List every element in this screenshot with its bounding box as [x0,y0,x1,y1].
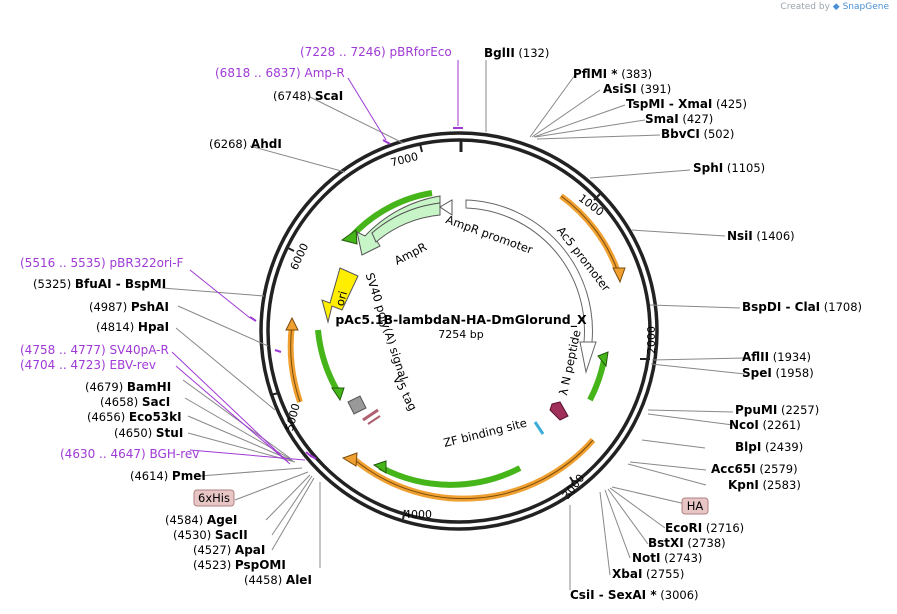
enzyme-label-13: (5325) BfuAI - BspMI [33,277,166,291]
ori-label: ori [333,289,350,307]
green-arrow-1 [340,229,358,245]
enzyme-label-34: BstXI (2738) [648,536,726,550]
green-arrow-3 [372,460,387,474]
enzyme-label-36: NotI (2743) [632,551,702,565]
ampr-promoter-arrow [439,199,453,216]
snapgene-logo: ◆ [832,2,843,12]
orange-orfs-edge [290,195,619,500]
enzyme-label-31: KpnI (2583) [728,478,801,492]
enzyme-label-24: (4656) Eco53kI [87,410,182,424]
enzyme-label-3: PflMI * (383) [573,67,652,81]
backbone-inner [266,138,652,524]
zf-binding-mark [533,421,545,435]
sv40-mark [362,408,379,422]
enzyme-label-25: NcoI (2261) [729,418,801,432]
credit-brand: SnapGene [842,2,889,12]
orf-arrow-3 [285,316,299,331]
green-arrow-4 [331,387,345,402]
enzyme-label-10: SphI (1105) [693,161,765,175]
enzyme-label-40: (4458) AleI [244,573,312,587]
enzyme-label-22: (4658) SacI [100,395,170,409]
enzyme-label-32: EcoRI (2716) [665,521,744,535]
enzyme-label-20: SpeI (1958) [742,366,814,380]
ampr-body [371,202,441,243]
zf-label: ZF binding site [442,416,528,450]
enzyme-label-4: AsiSI (391) [603,82,671,96]
enzyme-label-37: (4527) ApaI [193,543,265,557]
primer-label-19: (4704 .. 4723) EBV-rev [20,358,156,372]
tick-2000: 2000 [645,326,658,354]
leader-lines [161,60,746,590]
v5-label: V5 tag [390,373,420,413]
enzyme-label-11: NsiI (1406) [727,229,795,243]
enzyme-label-23: PpuMI (2257) [735,403,819,417]
sv40-mark-2 [367,415,381,425]
enzyme-label-9: (6268) AhdI [209,137,282,151]
tick-5000: 5000 [283,402,303,432]
enzyme-label-7: SmaI (427) [645,112,713,126]
enzyme-label-35: (4530) SacII [173,528,248,542]
backbone-outer [259,131,659,531]
enzyme-label-18: AflII (1934) [742,350,811,364]
enzyme-label-30: (4614) PmeI [130,469,206,483]
his-label: 6xHis [198,491,230,505]
ring-ticks [269,143,650,520]
primer-label-28: (4630 .. 4647) BGH-rev [60,447,199,461]
primer-ticks [249,127,463,460]
lambda-label: λ N peptide [556,329,584,397]
his-box [193,489,235,507]
lambda-n-feature [549,401,569,421]
enzyme-label-8: BbvCI (502) [661,127,734,141]
ac5-promoter-arrow [579,341,597,374]
ha-label: HA [687,499,704,513]
snapgene-credit: Created by ◆ SnapGene [780,2,889,12]
primer-lines [171,60,459,465]
enzyme-label-5: (6748) ScaI [273,89,343,103]
enzyme-label-15: BspDI - ClaI (1708) [742,300,862,314]
primer-label-17: (4758 .. 4777) SV40pA-R [20,343,169,357]
primer-label-2: (6818 .. 6837) Amp-R [215,66,345,80]
enzyme-label-21: (4679) BamHI [85,380,171,394]
enzyme-label-29: Acc65I (2579) [711,462,798,476]
enzyme-label-41: CsiI - SexAI * (3006) [570,588,699,602]
enzyme-label-38: XbaI (2755) [612,567,684,581]
enzyme-label-1: BglII (132) [484,46,549,60]
credit-prefix: Created by [780,2,833,12]
tick-6000: 6000 [288,241,312,272]
orf-arrow-1 [612,267,626,284]
green-arrow-2 [597,351,609,368]
ampr-label: AmpR [392,240,429,268]
ori-feature [321,267,359,324]
orf-arrow-2 [341,452,358,467]
ha-box [681,497,709,515]
v5-tag-box [347,395,367,415]
primer-label-0: (7228 .. 7246) pBRforEco [300,45,452,59]
enzyme-label-39: (4523) PspOMI [193,558,286,572]
enzyme-label-16: (4814) HpaI [96,320,169,334]
enzyme-label-26: (4650) StuI [114,426,183,440]
primer-label-12: (5516 .. 5535) pBR322ori-F [20,256,184,270]
enzyme-label-14: (4987) PshAI [89,300,169,314]
enzyme-label-33: (4584) AgeI [165,513,237,527]
tick-4000: 4000 [404,508,432,521]
plasmid-name: pAc5.1B-lambdaN-HA-DmGlorund_X [335,312,587,328]
enzyme-label-6: TspMI - XmaI (425) [626,97,747,111]
site-labels: (7228 .. 7246) pBRforEco BglII (132) (6818… [20,45,862,602]
enzyme-label-27: BlpI (2439) [735,440,803,454]
plasmid-length: 7254 bp [438,328,483,341]
